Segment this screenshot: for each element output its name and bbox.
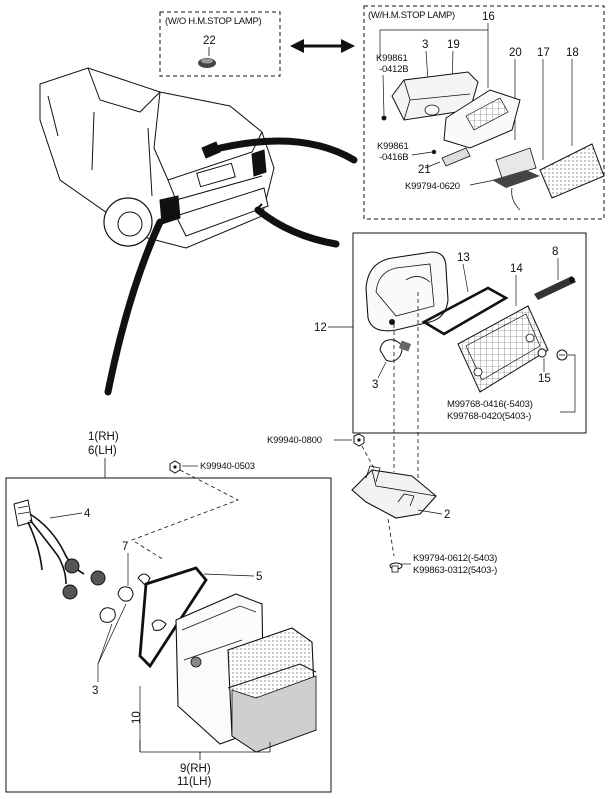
- code-m99768: M99768-0416(-5403): [447, 399, 533, 410]
- code-k99794-0612: K99794-0612(-5403): [413, 553, 497, 564]
- callout-4: 4: [84, 508, 91, 520]
- callout-13: 13: [457, 252, 470, 264]
- gasket-13: [421, 286, 509, 336]
- bulb-icon: [424, 104, 440, 116]
- screw-icon: [556, 349, 568, 361]
- left-tail-lamp-mark: [159, 195, 181, 225]
- callout-5: 5: [256, 571, 262, 583]
- callout-19: 19: [447, 39, 460, 51]
- code-k99861-b: K99861: [377, 141, 409, 152]
- callout-8: 8: [552, 246, 558, 258]
- callout-9-rh: 9(RH): [180, 763, 211, 775]
- right-tail-lamp-mark: [251, 149, 267, 177]
- callout-15: 15: [538, 373, 551, 385]
- nut-icon-0503: [169, 460, 181, 474]
- callout-18: 18: [566, 47, 579, 59]
- bracket-21: [441, 147, 471, 167]
- callout-11-lh: 11(LH): [177, 776, 211, 788]
- callout-3-rear: 3: [92, 685, 98, 697]
- callout-7: 7: [122, 541, 128, 553]
- code-k99863-0312: K99863-0312(5403-): [413, 565, 497, 576]
- code-k99768: K99768-0420(5403-): [447, 411, 531, 422]
- code-0412b: -0412B: [379, 64, 408, 75]
- callout-17: 17: [537, 47, 550, 59]
- callout-6-lh: 6(LH): [88, 445, 117, 457]
- bolt-icon: [389, 562, 403, 573]
- socket-8: [534, 276, 576, 300]
- bracket-2: [351, 469, 437, 519]
- callout-14: 14: [510, 263, 523, 275]
- license-lamp-box: 12 13 14 8 15: [314, 232, 587, 434]
- callout-12: 12: [314, 322, 327, 334]
- bulb-3-license: [379, 339, 412, 362]
- lamp-body-12: [365, 251, 449, 332]
- code-k99861-a: K99861: [376, 53, 408, 64]
- box-with-hm-stop-lamp: (W/H.M.STOP LAMP) 16 3 19 20 17 18 K9986…: [363, 5, 605, 220]
- label-with-hm-stop-lamp: (W/H.M.STOP LAMP): [368, 10, 455, 21]
- connector-17: [492, 170, 540, 188]
- callout-21: 21: [418, 164, 431, 176]
- dashed-leaders: [131, 292, 419, 561]
- lens-18: [539, 143, 605, 199]
- callout-3-license: 3: [372, 379, 378, 391]
- callout-1-rh: 1(RH): [88, 431, 119, 443]
- callout-22: 22: [203, 35, 216, 47]
- hm-stop-lamp-reflector: [443, 89, 521, 149]
- double-arrow-icon: [290, 39, 355, 53]
- bracket-2-assembly: K99940-0800 2 K99794-0612(-5403) K99863-…: [267, 433, 497, 576]
- leader-swooshes: [104, 137, 358, 396]
- code-k99940-0503: K99940-0503: [200, 461, 255, 472]
- callout-16: 16: [482, 11, 495, 23]
- callout-3-top: 3: [422, 39, 428, 51]
- box-without-hm-stop-lamp: (W/O H.M.STOP LAMP) 22: [159, 11, 281, 77]
- lens-14: [457, 305, 549, 393]
- hm-stop-lamp-housing: [391, 71, 479, 121]
- code-k99940-0800: K99940-0800: [267, 435, 322, 446]
- callout-10: 10: [131, 711, 143, 724]
- washer-15-icon: [537, 348, 547, 358]
- wire-harness-4: [13, 499, 106, 600]
- callout-20: 20: [509, 47, 522, 59]
- code-k99794-0620: K99794-0620: [405, 181, 460, 192]
- rear-combination-lamp-box: 1(RH) 6(LH) K99940-0503 4 7: [5, 431, 332, 793]
- code-0416b: -0416B: [379, 152, 408, 163]
- callout-2: 2: [444, 509, 450, 521]
- lens-9: [227, 627, 317, 753]
- label-without-hm-stop-lamp: (W/O H.M.STOP LAMP): [165, 16, 261, 27]
- bulbs-3: [99, 573, 167, 631]
- nut-icon: [353, 433, 365, 447]
